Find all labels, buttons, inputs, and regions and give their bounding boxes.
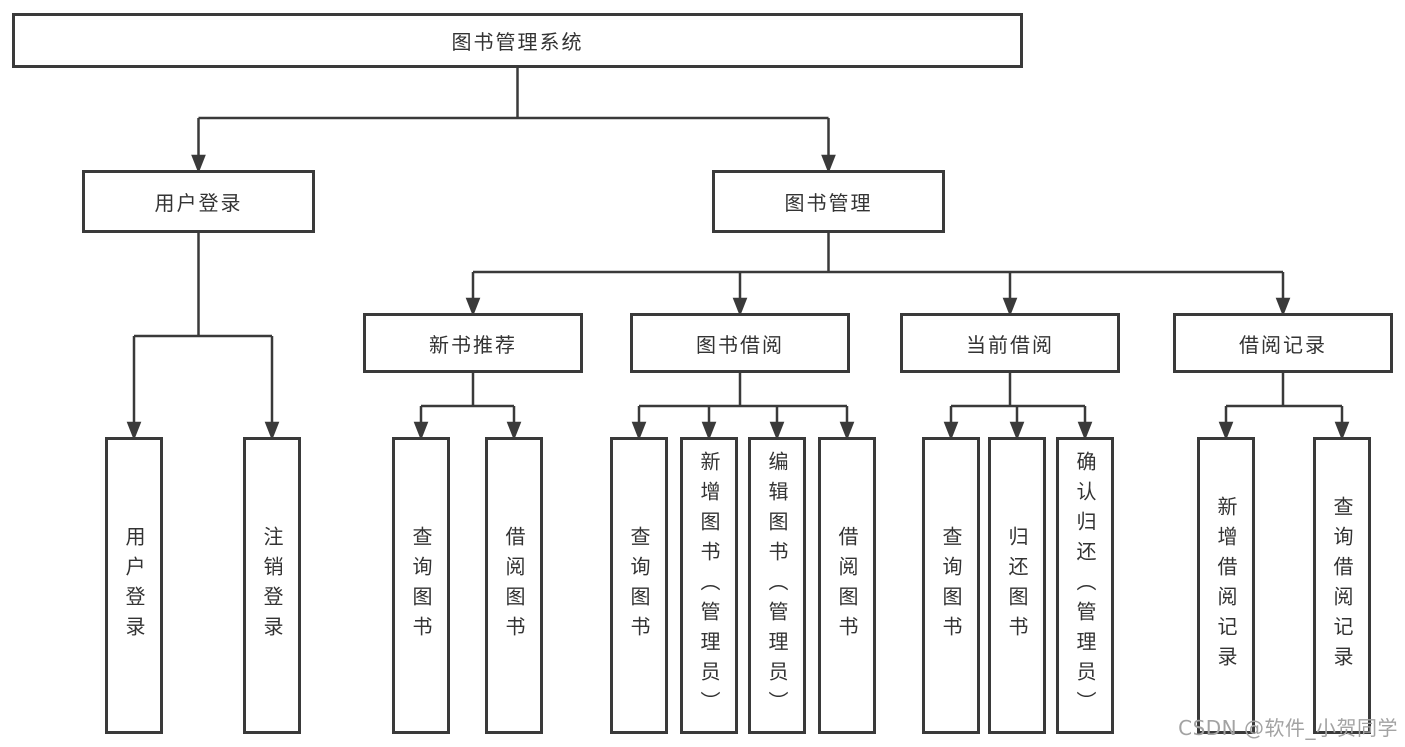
- connector-root-to-level2: [191, 68, 836, 174]
- node-borrowing-records-label: 借阅记录: [1239, 332, 1327, 357]
- node-book-management-label: 图书管理: [784, 191, 873, 215]
- node-current-borrowing-label: 当前借阅: [966, 332, 1054, 357]
- node-user-login: 用户登录: [82, 170, 315, 233]
- node-root: 图书管理系统: [12, 13, 1023, 68]
- leaf-return-books: 归还图书: [988, 437, 1046, 734]
- arrowhead-icon: [1009, 421, 1025, 441]
- arrowhead-icon: [506, 421, 522, 441]
- leaf-query-borrow-record: 查询借阅记录: [1313, 437, 1371, 734]
- leaf-query-books-2: 查询图书: [610, 437, 668, 734]
- leaf-borrow-books-1-label: 借阅图书: [502, 525, 526, 646]
- arrowhead-icon: [631, 421, 647, 441]
- connector-book-mgmt-to-level3: [465, 233, 1291, 317]
- node-new-book-recommend: 新书推荐: [363, 313, 583, 373]
- leaf-borrow-books-1: 借阅图书: [485, 437, 543, 734]
- arrowhead-icon: [126, 421, 142, 441]
- arrowhead-icon: [465, 297, 481, 317]
- connector-current-children: [943, 373, 1093, 441]
- node-book-management: 图书管理: [712, 170, 945, 233]
- node-borrowing-records: 借阅记录: [1173, 313, 1393, 373]
- arrowhead-icon: [821, 154, 836, 174]
- connector-user-login-children: [126, 233, 280, 441]
- arrowhead-icon: [839, 421, 855, 441]
- leaf-edit-book-admin-label: 编辑图书（管理员）: [765, 450, 789, 721]
- leaf-query-books-3-label: 查询图书: [939, 525, 963, 646]
- leaf-borrow-books-2: 借阅图书: [818, 437, 876, 734]
- leaf-borrow-books-2-label: 借阅图书: [835, 525, 859, 646]
- arrowhead-icon: [732, 297, 748, 317]
- arrowhead-icon: [413, 421, 429, 441]
- arrowhead-icon: [1334, 421, 1350, 441]
- connector-new-books-children: [413, 373, 522, 441]
- leaf-logout-label: 注销登录: [260, 525, 284, 646]
- leaf-query-books-3: 查询图书: [922, 437, 980, 734]
- leaf-confirm-return-admin-label: 确认归还（管理员）: [1073, 450, 1097, 721]
- leaf-user-login-label: 用户登录: [122, 525, 146, 646]
- leaf-user-login: 用户登录: [105, 437, 163, 734]
- leaf-query-books-1: 查询图书: [392, 437, 450, 734]
- watermark: CSDN @软件_小贺同学: [1178, 716, 1398, 740]
- arrowhead-icon: [1275, 297, 1291, 317]
- leaf-logout: 注销登录: [243, 437, 301, 734]
- leaf-query-books-2-label: 查询图书: [627, 525, 651, 646]
- leaf-add-borrow-record: 新增借阅记录: [1197, 437, 1255, 734]
- node-book-borrowing: 图书借阅: [630, 313, 850, 373]
- arrowhead-icon: [1218, 421, 1234, 441]
- leaf-return-books-label: 归还图书: [1005, 525, 1029, 646]
- leaf-add-book-admin: 新增图书（管理员）: [680, 437, 738, 734]
- node-current-borrowing: 当前借阅: [900, 313, 1120, 373]
- connector-records-children: [1218, 373, 1350, 441]
- leaf-add-borrow-record-label: 新增借阅记录: [1214, 495, 1238, 676]
- leaf-query-books-1-label: 查询图书: [409, 525, 433, 646]
- node-root-label: 图书管理系统: [451, 30, 584, 54]
- arrowhead-icon: [264, 421, 280, 441]
- leaf-edit-book-admin: 编辑图书（管理员）: [748, 437, 806, 734]
- arrowhead-icon: [943, 421, 959, 441]
- arrowhead-icon: [769, 421, 785, 441]
- node-book-borrowing-label: 图书借阅: [696, 332, 784, 357]
- arrowhead-icon: [191, 154, 206, 174]
- node-user-login-label: 用户登录: [154, 191, 243, 215]
- connector-borrowing-children: [631, 373, 855, 441]
- leaf-query-borrow-record-label: 查询借阅记录: [1330, 495, 1354, 676]
- arrowhead-icon: [1077, 421, 1093, 441]
- arrowhead-icon: [701, 421, 717, 441]
- node-new-book-recommend-label: 新书推荐: [429, 332, 517, 357]
- leaf-add-book-admin-label: 新增图书（管理员）: [697, 450, 721, 721]
- arrowhead-icon: [1002, 297, 1018, 317]
- leaf-confirm-return-admin: 确认归还（管理员）: [1056, 437, 1114, 734]
